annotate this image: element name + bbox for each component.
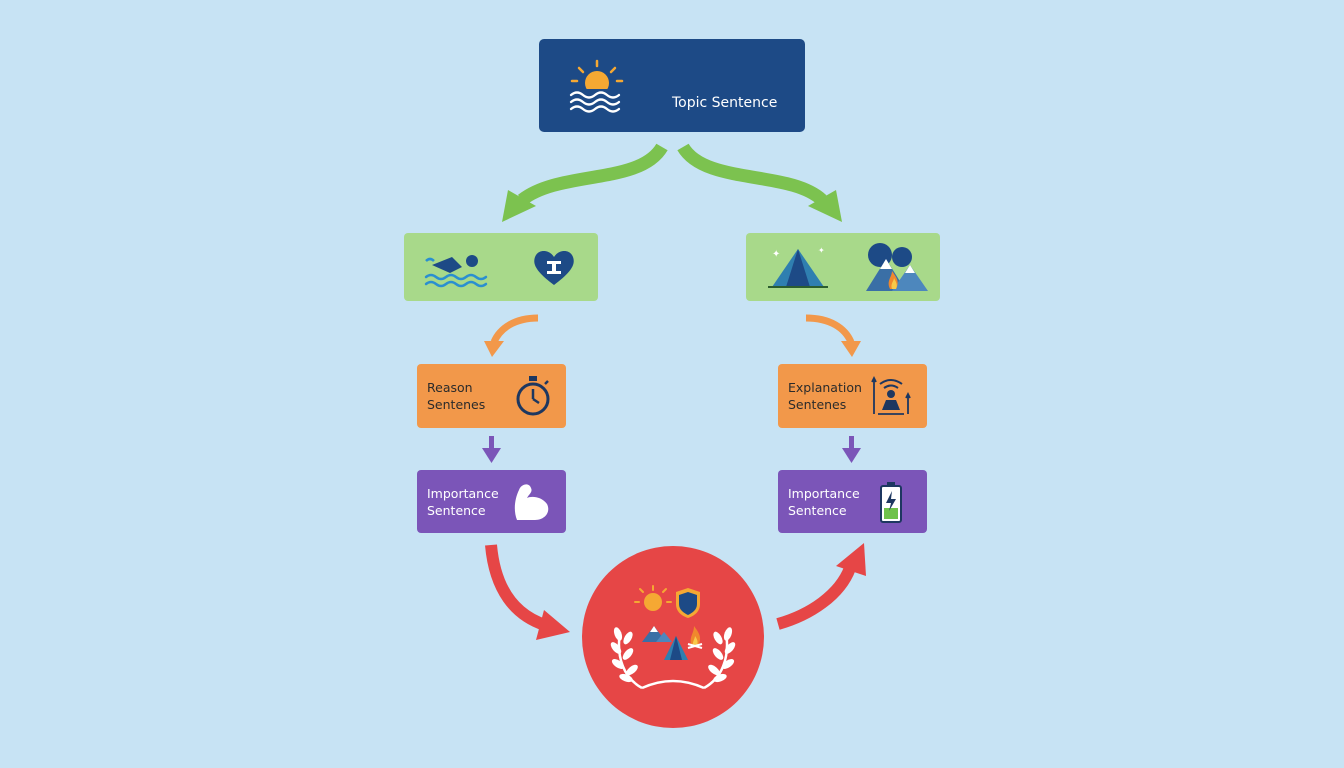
green-arrow-left — [502, 143, 668, 222]
importance-sentence-left-label: Importance Sentence — [427, 486, 499, 518]
meditation-icon — [871, 375, 911, 415]
orange-arrow-right — [805, 314, 861, 357]
orange-arrow-left — [484, 314, 539, 357]
topic-sentence-box: Topic Sentence — [539, 39, 805, 132]
conclusion-circle — [582, 546, 764, 728]
red-arrow-left — [485, 544, 570, 640]
mountain-icon — [642, 626, 672, 642]
tent-icon: ✦ ✦ — [768, 246, 828, 288]
left-activity-card — [404, 233, 598, 301]
green-arrow-right — [677, 143, 842, 222]
importance-sentence-right-label: Importance Sentence — [788, 486, 860, 518]
svg-text:✦: ✦ — [772, 249, 780, 260]
flexed-arm-icon — [514, 484, 549, 520]
purple-arrow-left — [482, 436, 501, 463]
red-arrow-right — [776, 543, 866, 630]
topic-sentence-label: Topic Sentence — [672, 95, 778, 111]
laurel-left-icon — [610, 627, 643, 690]
stopwatch-icon — [516, 376, 550, 416]
sun-over-waves-icon — [569, 59, 624, 115]
tent-icon — [664, 636, 688, 660]
sun-icon — [634, 585, 672, 611]
laurel-wreath-emblem-icon — [610, 585, 736, 690]
right-activity-card: ✦ ✦ — [746, 233, 940, 301]
heart-dumbbell-icon — [534, 251, 574, 285]
explanation-sentences-label: Explanation Sentenes — [788, 380, 862, 412]
campfire-icon — [687, 626, 703, 649]
reason-sentences-label: Reason Sentenes — [427, 380, 486, 412]
laurel-right-icon — [703, 627, 736, 690]
purple-arrow-right — [842, 436, 861, 463]
shield-icon — [676, 588, 700, 618]
importance-sentence-left-box: Importance Sentence — [417, 470, 566, 533]
mountain-campfire-icon — [866, 243, 928, 291]
reason-sentences-box: Reason Sentenes — [417, 364, 566, 428]
explanation-sentences-box: Explanation Sentenes — [778, 364, 927, 428]
battery-charging-icon — [880, 482, 902, 523]
swimmer-icon — [424, 255, 488, 288]
importance-sentence-right-box: Importance Sentence — [778, 470, 927, 533]
svg-text:✦: ✦ — [818, 246, 825, 255]
